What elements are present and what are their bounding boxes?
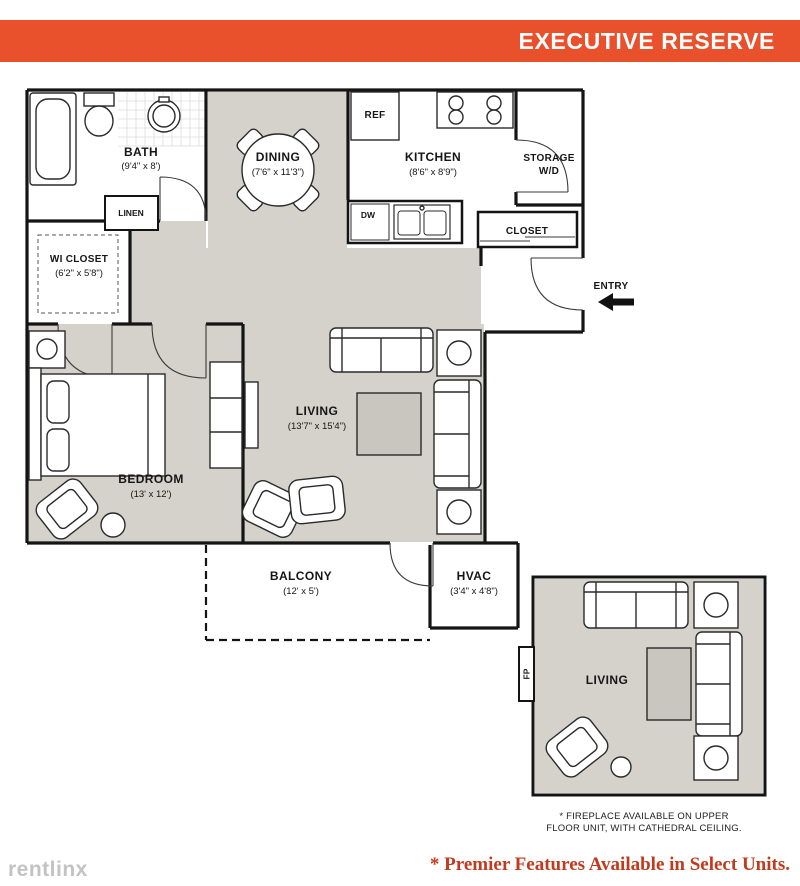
lamp-icon (703, 745, 729, 771)
hvac-dims: (3'4" x 4'8") (450, 586, 498, 597)
linen-closet: LINEN (104, 195, 159, 231)
storage-door (515, 139, 569, 193)
bath-fixtures (29, 92, 181, 186)
lamp-icon (703, 592, 729, 618)
balcony-label: BALCONY (270, 569, 332, 583)
kitchen-label: KITCHEN (405, 150, 461, 164)
fireplace-note-line1: * FIREPLACE AVAILABLE ON UPPER (559, 811, 728, 822)
lamp-icon (36, 338, 58, 360)
armchair-icon (288, 475, 346, 525)
bath-dims: (9'4" x 8') (121, 161, 160, 172)
side-table-icon (100, 512, 126, 538)
living-dims: (13'7" x 15'4") (288, 421, 346, 432)
plan-title: EXECUTIVE RESERVE (518, 27, 775, 54)
kitchen-fixtures (346, 91, 514, 245)
lamp-icon (446, 340, 472, 366)
bedroom-label: BEDROOM (118, 472, 183, 486)
bedroom-furniture (28, 330, 166, 540)
dining-dims: (7'6" x 11'3") (252, 167, 304, 178)
wicloset-shelving (37, 234, 119, 314)
media-console-icon (209, 361, 243, 469)
fireplace-note-line2: FLOOR UNIT, WITH CATHEDRAL CEILING. (546, 823, 741, 834)
armchair-icon (545, 716, 609, 778)
range-icon (436, 91, 514, 129)
ref-label: REF (365, 110, 386, 121)
balcony-dims: (12' x 5') (283, 586, 319, 597)
storage-label: STORAGE (523, 153, 574, 164)
wicloset-label: WI CLOSET (50, 254, 108, 265)
closet-label: CLOSET (506, 226, 548, 237)
end-table-icon (436, 329, 482, 377)
side-table-icon (610, 756, 632, 778)
entry-arrow-icon (598, 293, 634, 311)
walls (25, 88, 585, 630)
kitchen-dims: (8'6" x 8'9") (409, 167, 457, 178)
linen-label: LINEN (118, 208, 144, 218)
bedroom-door (151, 323, 207, 379)
pillow-icon (46, 380, 70, 424)
entry-label: ENTRY (593, 281, 628, 292)
balcony-door (389, 542, 434, 587)
refrigerator-icon (350, 91, 400, 141)
entry-closet (476, 210, 579, 249)
fireplace-icon (518, 646, 535, 702)
tv-icon (244, 381, 259, 449)
room-labels: BATH (9'4" x 8') DINING (7'6" x 11'3") K… (50, 110, 628, 597)
ottoman-icon (356, 392, 422, 456)
bath-label: BATH (124, 145, 158, 159)
bedroom-dims: (13' x 12') (130, 489, 171, 500)
living-label: LIVING (296, 404, 338, 418)
toilet-icon (83, 92, 115, 107)
armchair-icon (35, 478, 99, 540)
entry-door (530, 257, 584, 311)
fireplace-label: FP (522, 668, 532, 679)
living-furniture (209, 327, 482, 538)
dining-set (236, 128, 320, 212)
dishwasher-icon (350, 203, 390, 241)
hvac-label: HVAC (457, 569, 492, 583)
coffee-table-icon (646, 647, 692, 721)
upper-floor-plan: FP LIVING * FIREPLACE AVAILABLE ON UPPER… (518, 575, 767, 834)
dining-label: DINING (256, 150, 300, 164)
lamp-icon (446, 499, 472, 525)
upper-living-label: LIVING (586, 673, 628, 687)
bath-door (159, 176, 207, 222)
storage-label-2: W/D (539, 166, 559, 177)
plan-title-bar: EXECUTIVE RESERVE (0, 20, 800, 62)
premier-features-note: * Premier Features Available in Select U… (429, 854, 790, 875)
dw-label: DW (361, 210, 376, 220)
balcony-outline (204, 545, 430, 642)
armchair-icon (241, 480, 305, 538)
dining-table-icon (241, 133, 315, 207)
pillow-icon (46, 428, 70, 472)
wicloset-dims: (6'2" x 5'8") (55, 268, 103, 279)
rentlinx-watermark: rentlinx (8, 858, 88, 881)
headboard-icon (28, 367, 42, 481)
